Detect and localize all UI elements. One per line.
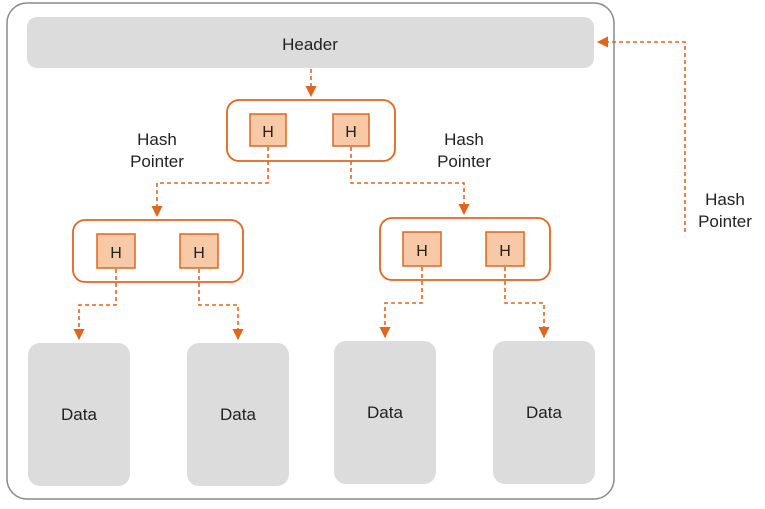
- left-hash-right: [179, 233, 219, 269]
- hash-pointer-label-outer-line1: Hash: [705, 190, 745, 209]
- data-block-label: Data: [367, 403, 403, 422]
- root-hash-left: [249, 113, 287, 147]
- left-hash-right-label: H: [193, 245, 205, 262]
- data-block: [187, 343, 289, 486]
- right-hash-right: [485, 231, 525, 267]
- arrow-root-to-left-node: [151, 147, 269, 218]
- data-block: [28, 343, 130, 486]
- hash-pointer-label-left-line2: Pointer: [130, 152, 184, 171]
- data-block: [493, 341, 595, 484]
- arrow-left-hash-to-data-2: [198, 269, 244, 341]
- right-hash-left: [402, 231, 442, 267]
- right-hash-left-label: H: [416, 243, 428, 260]
- arrow-left-hash-to-data-1: [73, 269, 117, 341]
- hash-pointer-label-outer-line2: Pointer: [698, 212, 752, 231]
- data-block-label: Data: [526, 403, 562, 422]
- data-block-label: Data: [61, 405, 97, 424]
- root-hash-right-label: H: [345, 124, 357, 141]
- arrow-right-hash-to-data-3: [379, 267, 423, 339]
- header-label: Header: [282, 35, 338, 54]
- arrow-right-hash-to-data-4: [504, 267, 550, 339]
- root-hash-right: [332, 113, 370, 147]
- left-hash-left-label: H: [110, 245, 122, 262]
- left-hash-left: [96, 233, 136, 269]
- hash-pointer-label-right-line1: Hash: [444, 130, 484, 149]
- data-block: [334, 341, 436, 484]
- arrow-outer-to-header: [596, 36, 686, 232]
- hash-pointer-label-left-line1: Hash: [137, 130, 177, 149]
- data-block-label: Data: [220, 405, 256, 424]
- right-hash-right-label: H: [499, 243, 511, 260]
- arrow-root-to-right-node: [350, 147, 470, 216]
- block-frame: [6, 2, 615, 500]
- hash-pointer-label-right-line2: Pointer: [437, 152, 491, 171]
- root-hash-left-label: H: [262, 124, 274, 141]
- header-bar: [27, 17, 594, 68]
